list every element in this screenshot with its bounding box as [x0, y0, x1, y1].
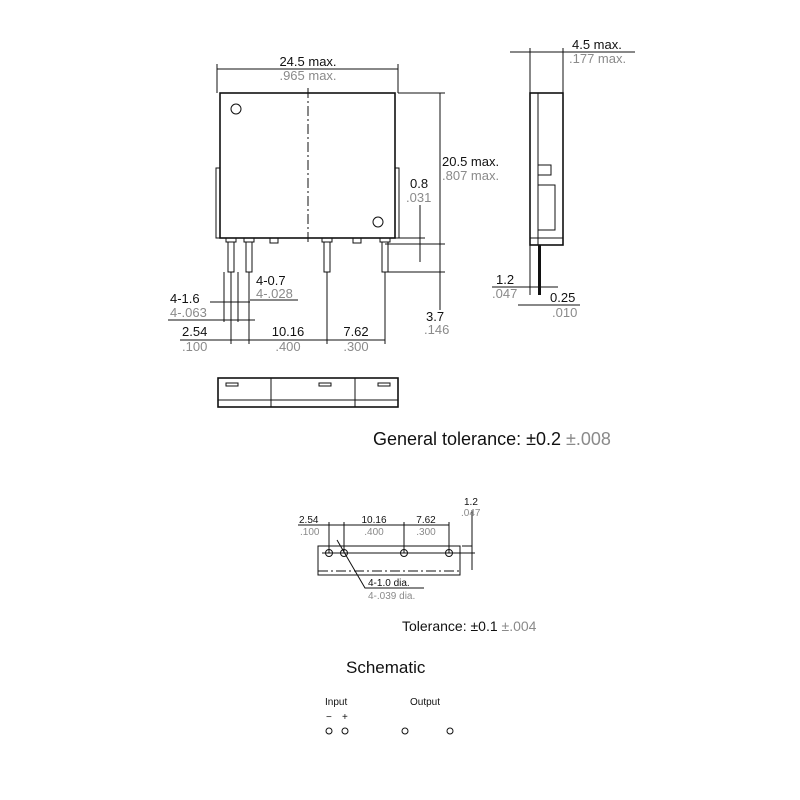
- height-mm: 20.5 max.: [442, 154, 499, 169]
- terminal: [401, 727, 409, 735]
- pins: [225, 238, 391, 273]
- output-label: Output: [410, 697, 440, 708]
- pitch2-in: .400: [275, 339, 300, 354]
- pitch1-mm: 2.54: [182, 324, 207, 339]
- pitch2-mm: 10.16: [272, 324, 305, 339]
- bottom-view: [217, 377, 399, 408]
- front-view: 24.5 max. .965 max. 20.5 max. .807 max. …: [168, 54, 499, 354]
- minus-label: −: [326, 712, 332, 723]
- fp-pitch2-mm: 10.16: [361, 515, 386, 526]
- general-tolerance: General tolerance: ±0.2 ±.008: [373, 429, 611, 449]
- pin-spacing-mm: 4-1.6: [170, 291, 200, 306]
- fp-pitch2-in: .400: [364, 527, 384, 538]
- hole-dia-in: 4-.039 dia.: [368, 591, 415, 602]
- mark-circle: [230, 103, 242, 115]
- schematic: Schematic Input Output − +: [325, 658, 454, 735]
- fp-pitch1-in: .100: [300, 527, 320, 538]
- pin-length-in: .146: [424, 322, 449, 337]
- fp-offset-in: .047: [461, 508, 481, 519]
- pin-spacing-in: 4-.063: [170, 305, 207, 320]
- fp-pitch3-mm: 7.62: [416, 515, 436, 526]
- hole-dia-mm: 4-1.0 dia.: [368, 578, 410, 589]
- fp-offset-mm: 1.2: [464, 497, 478, 508]
- pin-thickness-in: .010: [552, 305, 577, 320]
- pitch3-in: .300: [343, 339, 368, 354]
- side-view: 4.5 max. .177 max. 1.2 .047 0.25 .010: [492, 37, 635, 320]
- offset-in: .047: [492, 286, 517, 301]
- pitch3-mm: 7.62: [343, 324, 368, 339]
- width-in: .965 max.: [279, 68, 336, 83]
- input-label: Input: [325, 697, 347, 708]
- tolerance: Tolerance: ±0.1 ±.004: [402, 618, 537, 634]
- terminal: [341, 727, 349, 735]
- standoff-mm: 0.8: [410, 176, 428, 191]
- terminal: [446, 727, 454, 735]
- depth-in: .177 max.: [569, 51, 626, 66]
- fp-pitch3-in: .300: [416, 527, 436, 538]
- fp-pitch1-mm: 2.54: [299, 515, 319, 526]
- width-mm: 24.5 max.: [279, 54, 336, 69]
- height-in: .807 max.: [442, 168, 499, 183]
- plus-label: +: [342, 712, 348, 723]
- pitch1-in: .100: [182, 339, 207, 354]
- depth-mm: 4.5 max.: [572, 37, 622, 52]
- pin-width-in: 4-.028: [256, 286, 293, 301]
- pin-length-mm: 3.7: [426, 309, 444, 324]
- pin-width-mm: 4-0.7: [256, 273, 286, 288]
- pcb-footprint: 2.54 .100 10.16 .400 7.62 .300 1.2 .047 …: [298, 497, 481, 602]
- offset-mm: 1.2: [496, 272, 514, 287]
- schematic-title: Schematic: [346, 658, 426, 677]
- pin-thickness-mm: 0.25: [550, 290, 575, 305]
- standoff-in: .031: [406, 190, 431, 205]
- terminal: [325, 727, 333, 735]
